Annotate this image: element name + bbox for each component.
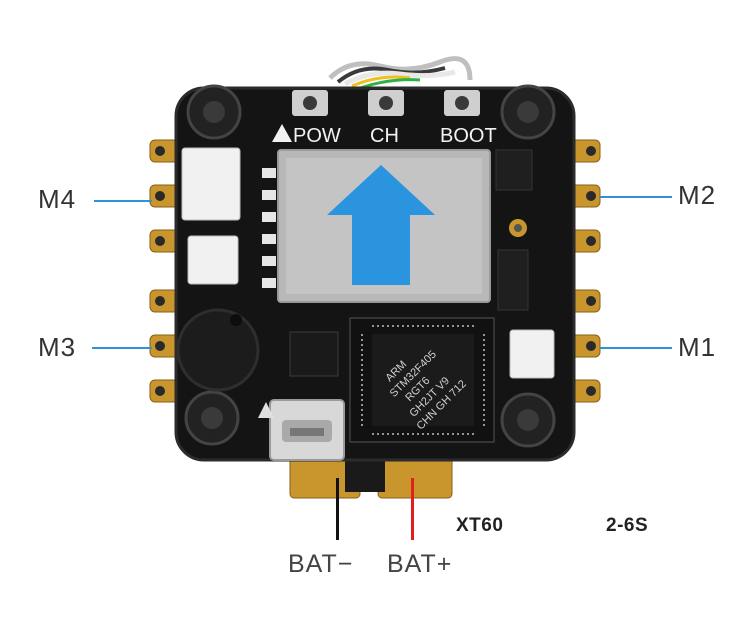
- bat-positive-wire: [411, 478, 414, 540]
- label-cell-range: 2-6S: [606, 515, 649, 536]
- label-bat-positive: BAT+: [387, 550, 453, 578]
- mounting-holes: [184, 84, 556, 448]
- m4-leader-line: [94, 200, 152, 202]
- label-m3: M3: [38, 332, 77, 362]
- top-buttons: [292, 90, 480, 116]
- smd-components: [262, 168, 276, 288]
- label-m1: M1: [678, 332, 717, 362]
- silk-boot: BOOT: [440, 125, 497, 147]
- direction-arrow: [327, 165, 435, 285]
- top-wire-bundle: [328, 56, 473, 90]
- m3-leader-line: [92, 347, 152, 349]
- gyro-chip: [289, 331, 339, 377]
- label-m4: M4: [38, 184, 77, 214]
- left-solder-pads: [149, 139, 183, 403]
- m2-leader-line: [600, 196, 672, 198]
- motor-connectors: [181, 147, 555, 379]
- buzzer: [176, 308, 260, 392]
- bat-negative-wire: [336, 478, 339, 540]
- label-bat-negative: BAT−: [288, 550, 354, 578]
- silk-pow: POW: [293, 125, 341, 147]
- silk-ch: CH: [370, 125, 399, 147]
- m1-leader-line: [600, 347, 672, 349]
- antenna-connector: [495, 149, 533, 311]
- mcu-chip: ARM STM32F405 RGT6 GH2JT V9 CHN GH 712: [349, 317, 495, 443]
- label-xt60: XT60: [456, 515, 504, 536]
- label-m2: M2: [678, 180, 717, 210]
- usb-port: [269, 399, 345, 461]
